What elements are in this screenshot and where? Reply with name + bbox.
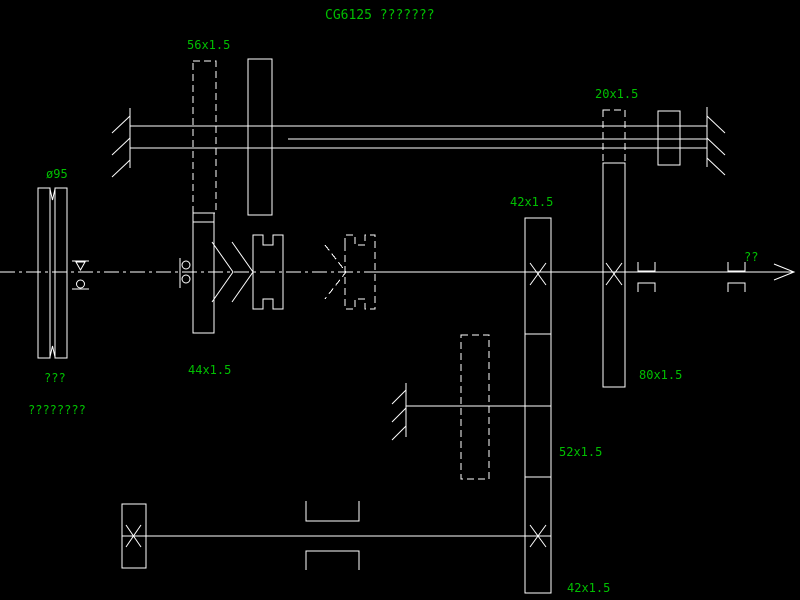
shaft-direction-arrow bbox=[773, 263, 796, 281]
bottom-shaft-assembly bbox=[121, 501, 551, 570]
gear-80-column bbox=[602, 162, 626, 388]
label-gear-56: 56x1.5 bbox=[187, 38, 230, 52]
sliding-gear-dashed bbox=[460, 334, 490, 480]
gear-42-fixed-cross bbox=[529, 262, 547, 286]
clutch-engaged bbox=[211, 234, 284, 310]
pulley-groove-top bbox=[49, 188, 56, 201]
pulley-groove-bottom bbox=[49, 345, 56, 358]
label-pulley-diameter: ø95 bbox=[46, 167, 68, 181]
spindle-shaft-lines bbox=[130, 125, 707, 149]
belt-pulley bbox=[37, 187, 68, 359]
spindle-fixed-gear bbox=[247, 58, 273, 216]
clutch-cone-outer bbox=[211, 241, 234, 303]
shaft-bearing-mid bbox=[637, 262, 656, 292]
label-gear-42-top: 42x1.5 bbox=[510, 195, 553, 209]
gear-42-bottom-cross bbox=[529, 524, 547, 548]
gear-80-fixed-cross bbox=[605, 262, 623, 286]
gear-cluster-column bbox=[524, 217, 552, 594]
clutch-disengaged-dashed bbox=[324, 234, 376, 310]
label-gear-42-bottom: 42x1.5 bbox=[567, 581, 610, 595]
intermediate-shaft-assembly bbox=[391, 334, 551, 480]
label-gear-44: 44x1.5 bbox=[188, 363, 231, 377]
label-gear-80: 80x1.5 bbox=[639, 368, 682, 382]
left-wall-support bbox=[111, 108, 131, 178]
drawing-title: CG6125 ??????? bbox=[325, 8, 435, 23]
gear-56-dashed bbox=[192, 60, 217, 214]
shaft-bearing-right bbox=[727, 262, 746, 292]
input-shaft-assembly bbox=[0, 187, 796, 359]
spindle-assembly bbox=[111, 58, 726, 216]
gear-44 bbox=[192, 212, 215, 334]
label-gear-20: 20x1.5 bbox=[595, 87, 638, 101]
clutch-cone-dashed bbox=[324, 244, 347, 300]
pulley-bearing bbox=[72, 260, 89, 290]
bottom-gear bbox=[121, 503, 147, 569]
right-wall-support bbox=[706, 107, 726, 176]
label-pulley-caption-1: ??? bbox=[44, 371, 66, 385]
bottom-shaft-bearing bbox=[305, 501, 360, 570]
gear-20-dashed bbox=[602, 109, 626, 164]
intermediate-wall-support bbox=[391, 383, 407, 441]
label-gear-52: 52x1.5 bbox=[559, 445, 602, 459]
label-spindle-caption: ?? bbox=[744, 250, 758, 264]
spindle-right-gear-block bbox=[657, 110, 681, 166]
label-pulley-caption-2: ???????? bbox=[28, 403, 86, 417]
shaft-bearing-left bbox=[179, 258, 191, 288]
clutch-sleeve bbox=[252, 234, 284, 310]
